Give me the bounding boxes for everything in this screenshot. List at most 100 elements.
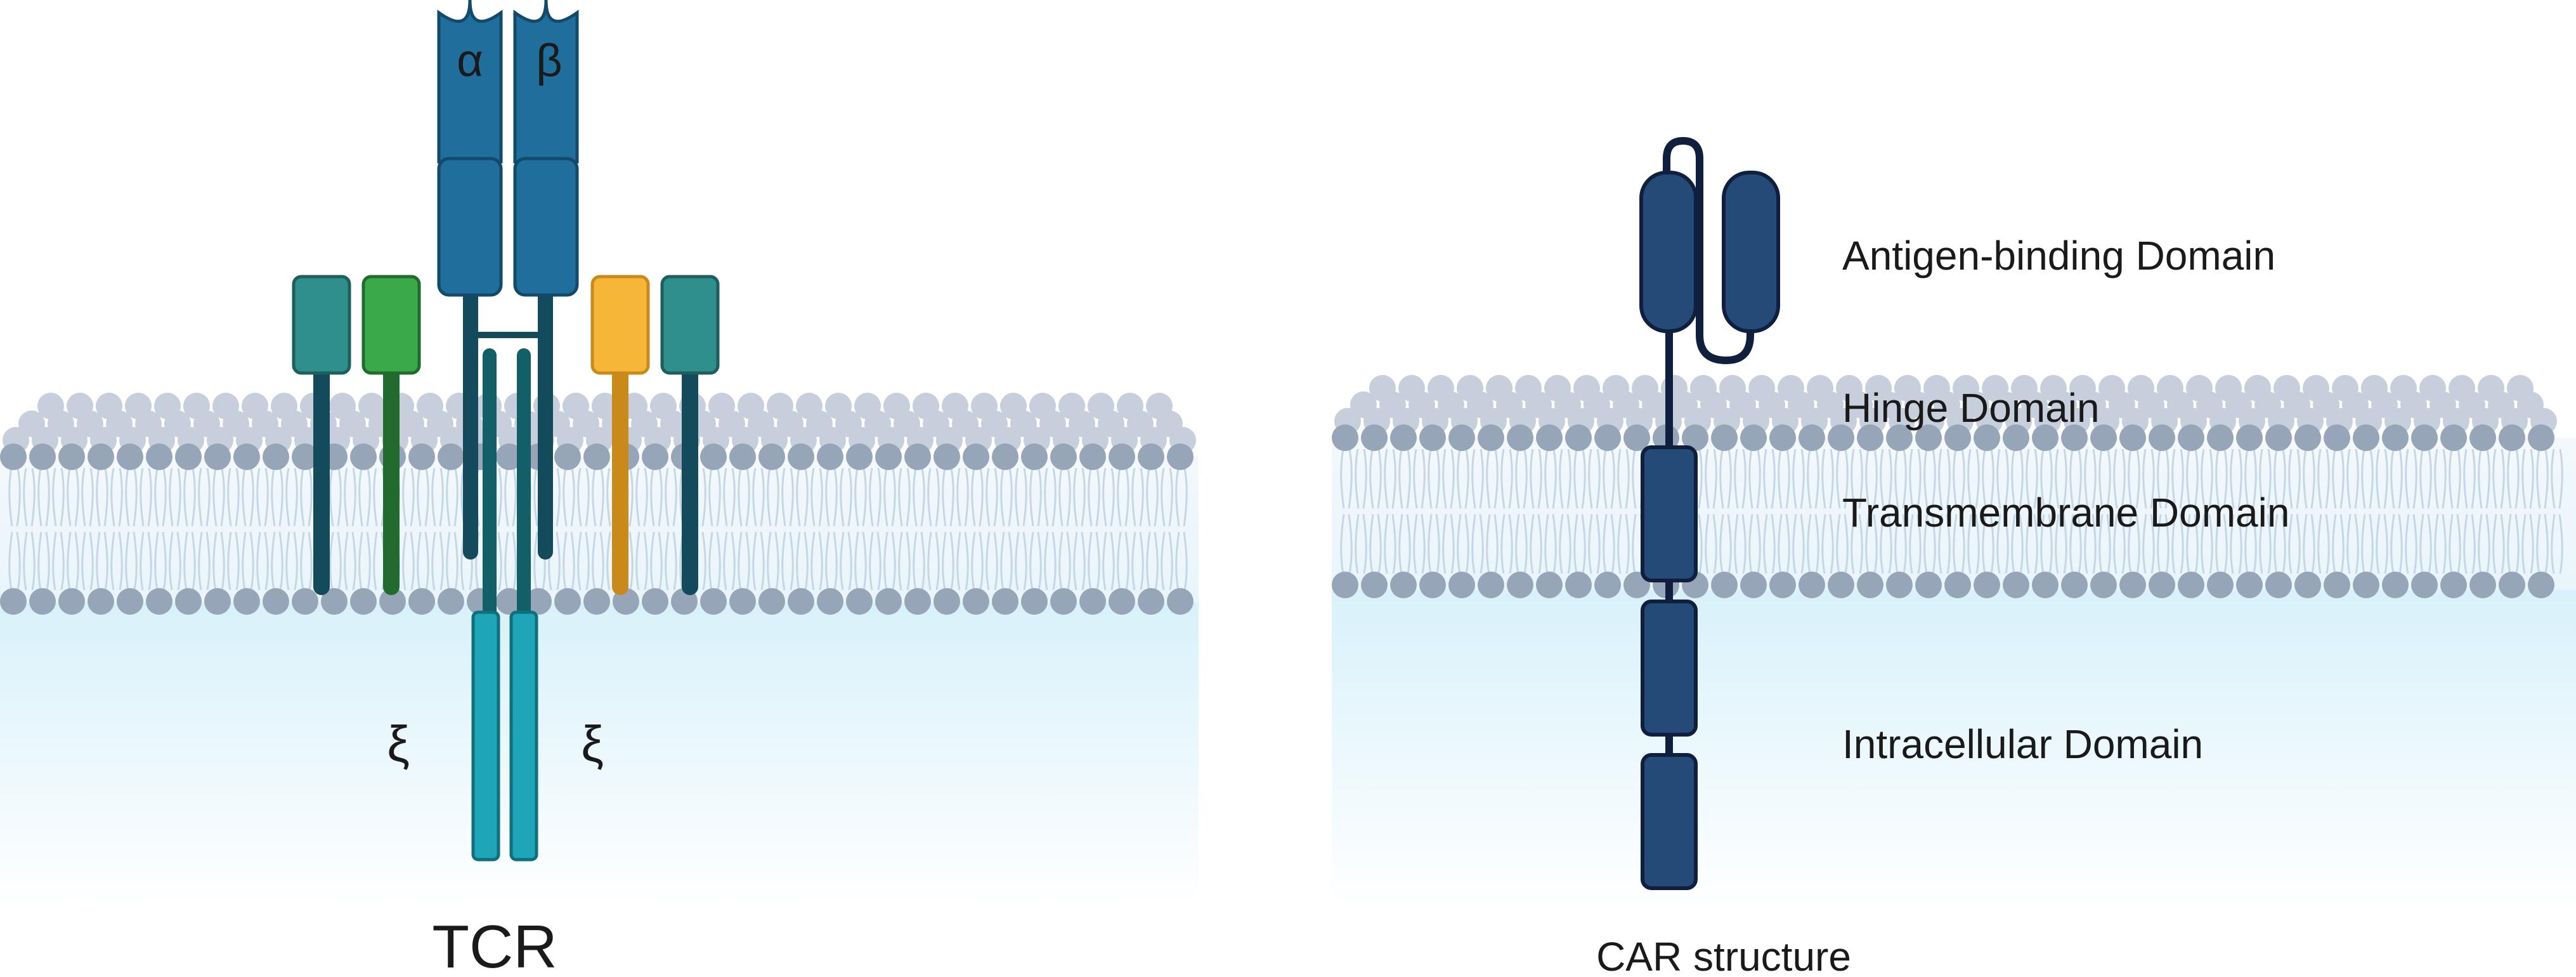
lipid-tail (2244, 449, 2257, 574)
alpha-label: α (457, 36, 483, 86)
lipid-head (2119, 572, 2146, 598)
lipid-tail (242, 468, 254, 591)
lipid-head (2265, 424, 2292, 451)
lipid-tail (2478, 449, 2490, 574)
lipid-tail (1719, 449, 1732, 574)
lipid-head (1138, 443, 1164, 470)
lipid-head (963, 443, 989, 470)
lipid-tail (110, 468, 123, 591)
lipid-head (1050, 588, 1077, 615)
lipid-head (379, 588, 406, 615)
lipid-head (963, 588, 989, 615)
intracellular-domain-2 (1641, 753, 1698, 890)
lipid-tail (883, 468, 896, 591)
lipid-tail (1836, 449, 1849, 574)
lipid-tail (2551, 449, 2563, 574)
alpha-chain (437, 0, 503, 297)
lipid-head (2440, 424, 2467, 451)
lipid-tail (1015, 468, 1027, 591)
lipid-head (204, 588, 231, 615)
lipid-head (1109, 443, 1135, 470)
lipid-head (2149, 424, 2175, 451)
lipid-tail (708, 468, 721, 591)
lipid-tail (1500, 449, 1513, 574)
lipid-head (1050, 443, 1077, 470)
lipid-head (2265, 572, 2292, 598)
lipid-tail (81, 468, 94, 591)
lipid-head (438, 443, 464, 470)
lipid-head (1419, 424, 1446, 451)
lipid-tail (2055, 449, 2067, 574)
lipid-tail (1073, 468, 1086, 591)
lipid-head (146, 443, 172, 470)
lipid-tail (1821, 449, 1834, 574)
lipid-tail (2201, 449, 2213, 574)
lipid-head (2411, 572, 2438, 598)
cd3-teal-left (292, 275, 351, 595)
antigen-binding-domain-vl (1639, 171, 1698, 333)
lipid-head (1565, 424, 1592, 451)
lipid-tail (1588, 449, 1601, 574)
lipid-tail (8, 468, 21, 591)
lipid-tail (1131, 468, 1144, 591)
antigen-binding-domain-vh (1722, 171, 1780, 333)
lipid-head (1944, 424, 1971, 451)
lipid-head (146, 588, 172, 615)
zeta-label-right: ξ (581, 716, 604, 772)
lipid-head (438, 588, 464, 615)
lipid-head (933, 443, 960, 470)
lipid-tail (67, 468, 79, 591)
lipid-tail (2536, 449, 2549, 574)
lipid-head (2469, 424, 2496, 451)
lipid-head (758, 443, 785, 470)
lipid-tail (825, 468, 838, 591)
lipid-head (1769, 424, 1796, 451)
lipid-head (29, 588, 56, 615)
lipid-head (583, 443, 610, 470)
lipid-head (350, 588, 377, 615)
lipid-tail (1413, 449, 1426, 574)
lipid-head (1361, 572, 1388, 598)
lipid-head (2236, 424, 2263, 451)
lipid-head (642, 443, 668, 470)
lipid-tail (183, 468, 196, 591)
lipid-head (2207, 424, 2234, 451)
lipid-tail (52, 468, 65, 591)
scfv-linker (1663, 136, 1754, 365)
lipid-tail (752, 468, 765, 591)
car-cytoplasm (1332, 590, 2576, 907)
lipid-head (1419, 572, 1446, 598)
lipid-head (233, 588, 260, 615)
lipid-head (583, 588, 610, 615)
lipid-head (1478, 424, 1504, 451)
lipid-tail (650, 468, 663, 591)
lipid-tail (1923, 449, 1936, 574)
lipid-tail (1369, 449, 1382, 574)
lipid-tail (665, 468, 677, 591)
lipid-head (1138, 588, 1164, 615)
lipid-head (496, 588, 523, 615)
lipid-head (204, 443, 231, 470)
lipid-tail (956, 468, 969, 591)
lipid-head (88, 443, 114, 470)
lipid-tail (2419, 449, 2432, 574)
lipid-head (2090, 424, 2117, 451)
lipid-head (1886, 572, 1913, 598)
lipid-head (817, 443, 843, 470)
lipid-tail (1384, 449, 1396, 574)
lipid-tail (2332, 449, 2345, 574)
lipid-tail (23, 468, 36, 591)
lipid-head (700, 588, 727, 615)
cd3-teal-right (660, 275, 720, 595)
lipid-tail (577, 468, 590, 591)
lipid-head (408, 443, 435, 470)
lipid-head (58, 588, 85, 615)
zeta-tail-left (471, 610, 500, 862)
lipid-head (2353, 424, 2379, 451)
lipid-tail (358, 468, 371, 591)
lipid-head (1857, 572, 1883, 598)
lipid-tail (1515, 449, 1528, 574)
transmembrane-domain (1641, 445, 1698, 582)
lipid-tail (2186, 449, 2199, 574)
lipid-head (1974, 424, 2000, 451)
